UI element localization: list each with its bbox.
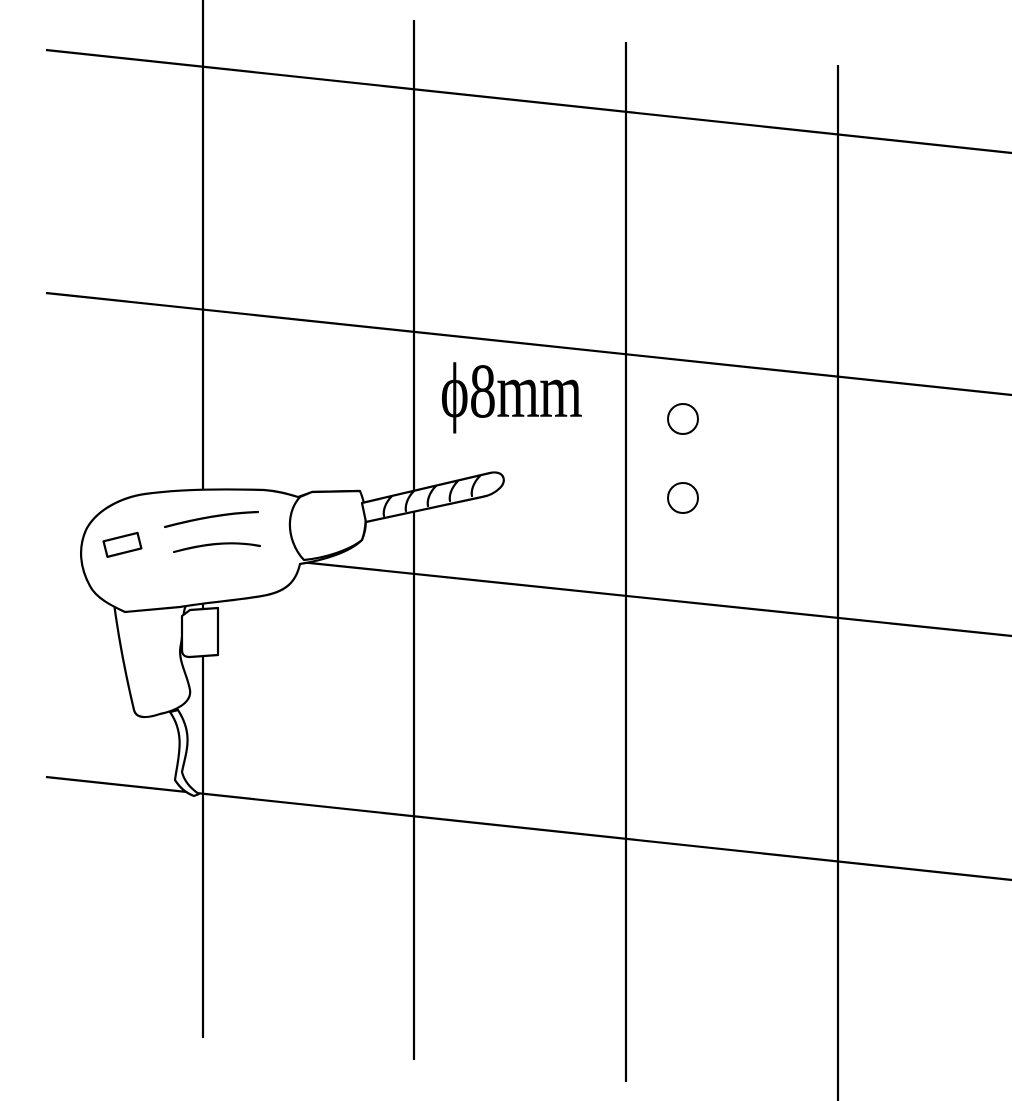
drill-cord (168, 708, 201, 798)
drill-bit-flute (404, 489, 416, 513)
power-drill-icon (80, 471, 505, 798)
grout-line-horizontal-1 (45, 48, 1012, 155)
drill-bit-flute (382, 494, 394, 518)
drill-bit-flute (448, 479, 460, 503)
hole-diameter-label: ϕ8mm (440, 347, 583, 434)
drill-hole-icon (667, 482, 699, 514)
drill-trigger (180, 606, 220, 659)
drill-handle (111, 594, 192, 719)
grout-line-horizontal-2 (45, 291, 1012, 397)
drill-vent-slot (102, 531, 143, 558)
drill-chuck (288, 489, 367, 562)
grout-line-horizontal-4 (45, 775, 1012, 882)
drill-bit (360, 471, 505, 524)
drill-bit-flute (470, 474, 482, 498)
drill-bit-flute (426, 484, 438, 508)
grout-line-horizontal-3 (299, 560, 1012, 638)
drill-body-contour (172, 542, 262, 554)
drill-hole-icon (667, 403, 699, 435)
drill-body-contour (163, 510, 260, 529)
